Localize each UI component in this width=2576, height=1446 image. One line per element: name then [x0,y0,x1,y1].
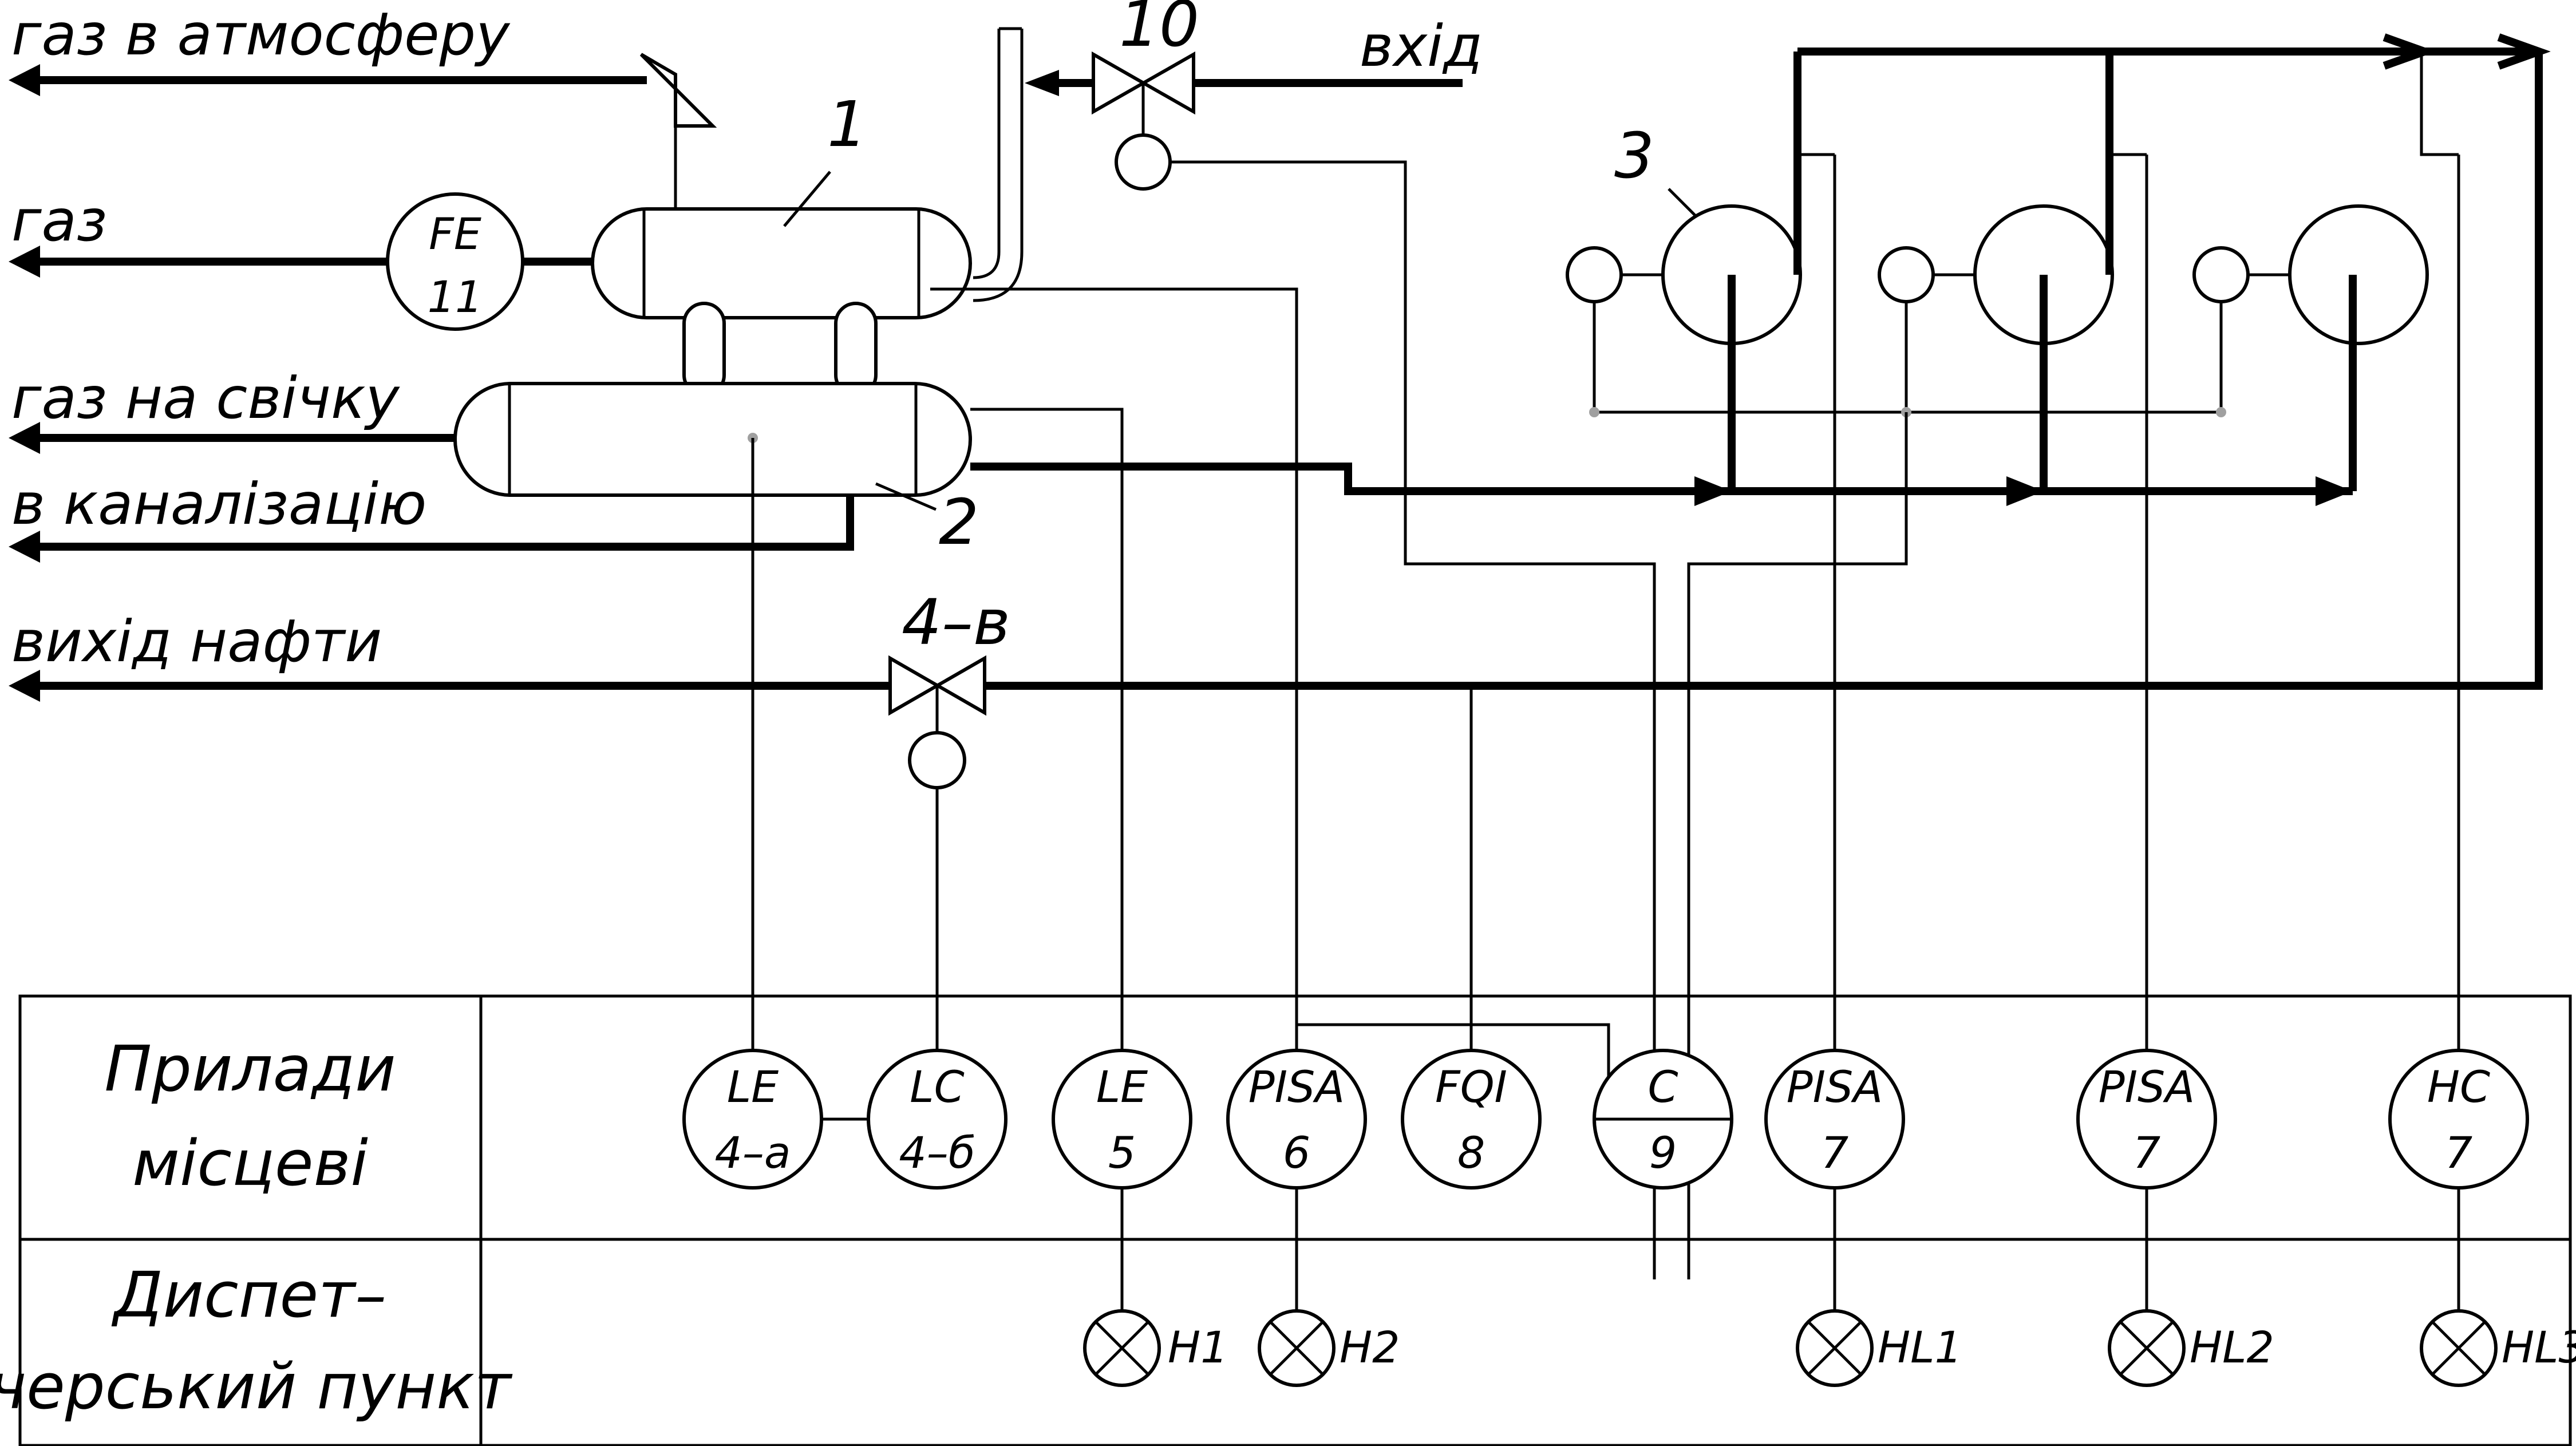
lamp-label-h1: H1 [1168,1322,1228,1373]
instrument-code: C [1647,1061,1678,1112]
instrument-number: 4–а [715,1127,791,1178]
vessel-1: 1 [591,88,972,319]
arrow-icon [9,64,40,96]
lamp-label-hl1: HL1 [1878,1322,1962,1373]
callout-valve-4v: 4–в [902,586,1010,659]
instrument-number: 8 [1457,1127,1485,1178]
row2-caption-line2: черський пункт [0,1350,513,1423]
valve-actuator [908,731,966,789]
arrow-icon [1025,70,1059,96]
valve-actuator [1115,133,1172,191]
lamp-label-h2: H2 [1340,1322,1400,1373]
arrow-icon [2497,33,2551,70]
pump-2 [1878,52,2114,506]
gate-valve-4v: 4–в [888,586,1010,789]
row1-caption-line1: Прилади [104,1032,396,1105]
gate-valve-10: 10 [1092,0,1656,1279]
instrument-le-4a: LE 4–а [682,1049,823,1190]
callout-vessel-2: 2 [939,485,979,559]
row2-caption-line1: Диспет– [111,1258,387,1332]
flowmeter-fe-11: FE 11 [386,192,524,331]
arrow-icon [2383,33,2436,70]
instrument-code: LE [1096,1061,1148,1112]
instrument-code: HC [2427,1061,2490,1112]
signal-lamps: H1 H2 HL1 HL2 HL3 [1083,1188,2576,1387]
flow-label-to-sewer: в каналізацію [11,471,426,538]
flow-label-oil-outlet: вихід нафти [11,608,382,675]
flow-label-gas: газ [11,187,107,254]
flow-label-gas-to-flare: газ на свічку [11,365,400,432]
signal-lamp-icon [1258,1309,1336,1387]
row1-caption-line2: місцеві [132,1127,368,1200]
instrument-code: PISA [1249,1061,1345,1112]
instrument-lc-4b: LC 4–б [867,1049,1008,1190]
signal-lamp-icon [1083,1309,1161,1387]
instrument-c-9: C 9 [1593,1049,1733,1190]
instrument-code: LE [727,1061,779,1112]
instrument-number: 9 [1649,1127,1677,1178]
flow-gas-to-flare: газ на свічку [9,365,455,454]
instrument-number: 4–б [899,1127,975,1178]
callout-vessel-1: 1 [827,88,867,161]
instrument-code: PISA [2099,1061,2195,1112]
pump-icon [1566,246,1623,303]
signal-lines [751,52,2460,1121]
pump-3 [2192,204,2429,506]
inlet-pipe-outer [973,29,1024,302]
lamp-label-hl2: HL2 [2190,1322,2274,1373]
instrument-number: 7 [2133,1127,2160,1178]
flow-vessel2-to-pumps [970,463,1726,495]
signal-lamp-icon [2108,1309,2186,1387]
instrument-pisa-7a: PISA 7 [1764,1049,1905,1190]
instrument-hc-7: HC 7 [2388,1049,2529,1190]
flow-gas: газ [9,187,592,278]
instrument-number: 6 [1283,1127,1310,1178]
signal-lamp-icon [2420,1309,2498,1387]
flow-label-gas-to-atmosphere: газ в атмосферу [11,1,511,68]
instrument-code: LC [910,1061,964,1112]
callout-pumps-3: 3 [1614,119,1654,192]
flow-gas-to-atmosphere: газ в атмосферу [9,1,647,96]
inlet-pipe [973,29,1001,279]
flowmeter-code: FE [429,208,481,259]
arrow-icon [9,670,40,702]
gate-valve-icon [888,655,986,716]
instrument-pisa-6: PISA 6 [1226,1049,1367,1190]
instrument-fqi-8: FQI 8 [1401,1049,1542,1190]
signal-lamp-icon [1796,1309,1874,1387]
flow-inlet: вхід [1025,13,1483,96]
arrow-icon [9,531,40,563]
instrument-number: 7 [2445,1127,2472,1178]
instrument-le-5: LE 5 [1052,1049,1192,1190]
flow-label-inlet: вхід [1360,13,1483,80]
flow-oil-outlet: вихід нафти [9,52,2543,702]
arrow-icon [9,246,40,278]
instrument-pisa-7b: PISA 7 [2076,1049,2217,1190]
instrument-table: Прилади місцеві Диспет– черський пункт [0,994,2572,1446]
instrument-code: PISA [1787,1061,1883,1112]
pump-group: 3 [1566,33,2551,1279]
arrow-icon [9,422,40,454]
callout-valve-10: 10 [1119,0,1199,61]
flowmeter-number: 11 [428,271,483,322]
pump-1 [1566,52,1802,506]
pump-icon [2192,246,2250,303]
vessel-2: 2 [453,382,979,559]
lamp-label-hl3: HL3 [2502,1322,2576,1373]
instrument-number: 7 [1821,1127,1848,1178]
flow-to-sewer: в каналізацію [9,471,854,563]
pump-icon [1878,246,1935,303]
instrument-code: FQI [1435,1061,1507,1112]
safety-valve-icon [639,53,717,209]
instrument-number: 5 [1108,1127,1136,1178]
